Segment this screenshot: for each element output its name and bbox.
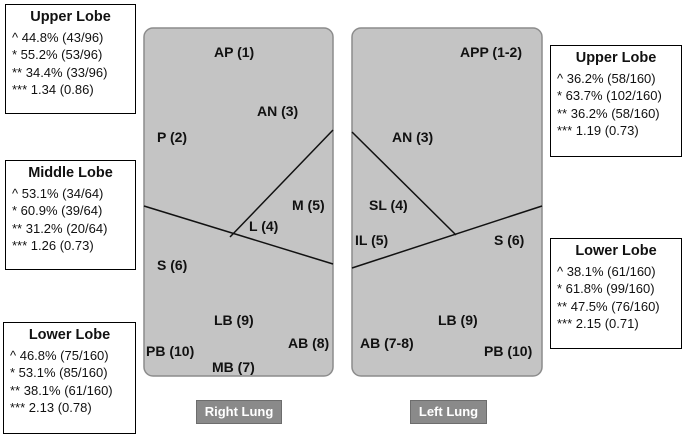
box-title: Upper Lobe (575, 50, 657, 66)
right-lung-shape (143, 27, 334, 377)
segment-label-pb: PB (10) (484, 343, 532, 359)
right-middle-lobe-box: Middle Lobe ^ 53.1% (34/64) * 60.9% (39/… (5, 160, 136, 270)
segment-label-il: IL (5) (355, 232, 388, 248)
stat-line: *** 1.26 (0.73) (12, 238, 94, 253)
left-upper-lobe-box: Upper Lobe ^ 36.2% (58/160) * 63.7% (102… (550, 45, 682, 157)
left-oblique-fissure (351, 205, 543, 269)
box-title: Lower Lobe (28, 327, 111, 343)
stat-line: * 53.1% (85/160) (10, 365, 108, 380)
segment-label-p: P (2) (157, 129, 187, 145)
segment-label-m: M (5) (292, 197, 325, 213)
left-lung-label: Left Lung (410, 400, 487, 424)
right-lower-lobe-box: Lower Lobe ^ 46.8% (75/160) * 53.1% (85/… (3, 322, 136, 434)
segment-label-mb: MB (7) (212, 359, 255, 375)
segment-label-l: L (4) (249, 218, 278, 234)
stat-line: ^ 46.8% (75/160) (10, 347, 109, 363)
stat-line: ^ 36.2% (58/160) (557, 70, 656, 86)
stat-line: ** 36.2% (58/160) (557, 105, 660, 121)
segment-label-ab: AB (8) (288, 335, 329, 351)
stat-line: *** 1.34 (0.86) (12, 82, 94, 97)
segment-label-ap: AP (1) (214, 44, 254, 60)
segment-label-sl: SL (4) (369, 197, 408, 213)
box-title: Lower Lobe (575, 243, 657, 259)
segment-label-app: APP (1-2) (460, 44, 522, 60)
right-horizontal-fissure (229, 129, 334, 238)
left-lung-shape (351, 27, 543, 377)
box-title: Upper Lobe (30, 9, 111, 25)
segment-label-pb: PB (10) (146, 343, 194, 359)
stat-line: ^ 38.1% (61/160) (557, 263, 656, 279)
segment-label-lb: LB (9) (214, 312, 254, 328)
stat-line: *** 1.19 (0.73) (557, 123, 639, 138)
right-oblique-fissure (143, 205, 334, 265)
segment-label-ab: AB (7-8) (360, 335, 414, 351)
stat-line: ** 31.2% (20/64) (12, 220, 108, 236)
stat-line: *** 2.13 (0.78) (10, 400, 92, 415)
stat-line: * 63.7% (102/160) (557, 88, 662, 103)
stat-line: * 60.9% (39/64) (12, 203, 103, 218)
stat-line: * 55.2% (53/96) (12, 47, 103, 62)
stat-line: ** 34.4% (33/96) (12, 64, 108, 80)
segment-label-lb: LB (9) (438, 312, 478, 328)
stat-line: ** 47.5% (76/160) (557, 298, 660, 314)
stat-line: * 61.8% (99/160) (557, 281, 655, 296)
segment-label-an: AN (3) (257, 103, 298, 119)
segment-label-s: S (6) (494, 232, 524, 248)
stat-line: *** 2.15 (0.71) (557, 316, 639, 331)
stat-line: ^ 44.8% (43/96) (12, 29, 104, 45)
segment-label-s: S (6) (157, 257, 187, 273)
stat-line: ^ 53.1% (34/64) (12, 185, 104, 201)
left-lower-lobe-box: Lower Lobe ^ 38.1% (61/160) * 61.8% (99/… (550, 238, 682, 349)
left-lingula-line (351, 131, 457, 236)
box-title: Middle Lobe (28, 165, 113, 181)
right-lung-label: Right Lung (196, 400, 282, 424)
stat-line: ** 38.1% (61/160) (10, 382, 113, 398)
segment-label-an: AN (3) (392, 129, 433, 145)
right-upper-lobe-box: Upper Lobe ^ 44.8% (43/96) * 55.2% (53/9… (5, 4, 136, 114)
